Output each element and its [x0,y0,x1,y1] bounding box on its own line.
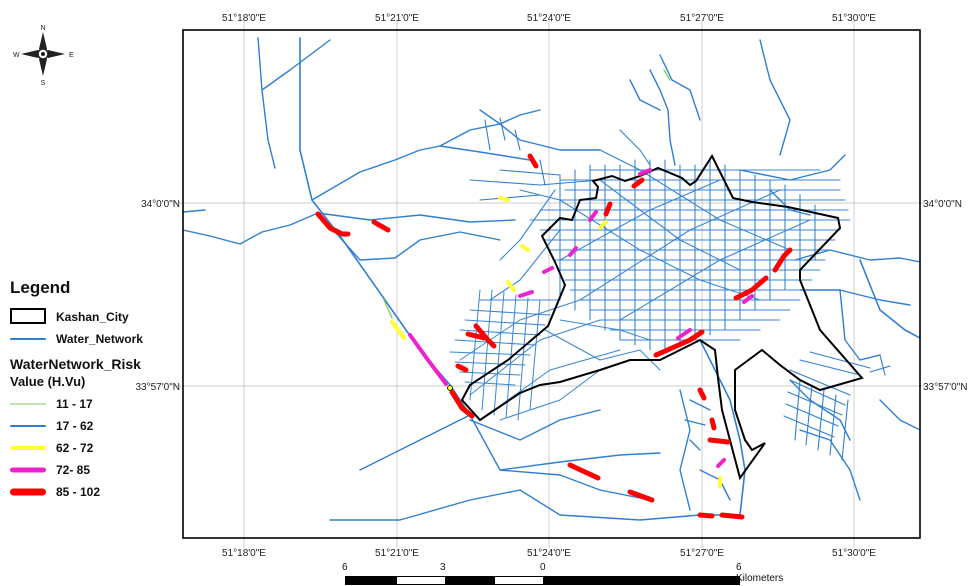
network-swatch [8,328,48,350]
east-label: E [69,52,74,59]
bottom-tick: 51°27'0"E [680,548,724,559]
bottom-tick-labels: 51°18'0"E 51°21'0"E 51°24'0"E 51°27'0"E … [222,548,876,559]
top-tick: 51°24'0"E [527,13,571,24]
scale-label: 6 Kilometers [736,562,784,584]
map-legend: Legend Kashan_City Water_Network WaterNe… [8,278,183,503]
legend-risk-subtitle: Value (H.Vu) [10,374,86,389]
bottom-tick: 51°18'0"E [222,548,266,559]
scale-segment [345,576,397,585]
top-tick: 51°27'0"E [680,13,724,24]
legend-kashan-city: Kashan_City [8,306,183,328]
legend-class-row: 11 - 17 [8,393,183,415]
top-tick-labels: 51°18'0"E 51°21'0"E 51°24'0"E 51°27'0"E … [222,13,876,24]
north-arrow-icon: N S E W [13,25,74,87]
right-tick: 34°0'0"N [923,199,962,210]
right-tick-labels: 34°0'0"N 33°57'0"N [923,199,968,393]
graticule [173,20,930,548]
legend-class-label: 11 - 17 [56,397,93,411]
legend-class-label: 62 - 72 [56,441,94,455]
top-tick: 51°30'0"E [832,13,876,24]
left-tick: 33°57'0"N [136,382,181,393]
right-tick: 33°57'0"N [923,382,968,393]
left-tick: 34°0'0"N [141,199,180,210]
top-tick: 51°18'0"E [222,13,266,24]
class-swatch [8,393,48,415]
left-tick-labels: 34°0'0"N 33°57'0"N [136,199,181,393]
west-label: W [13,52,20,59]
south-label: S [41,80,46,87]
risk-layer [315,69,793,520]
scale-segment [397,576,445,585]
bottom-tick: 51°24'0"E [527,548,571,559]
legend-kashan-city-label: Kashan_City [56,310,129,324]
scale-label: 0 [540,562,546,573]
boundary-swatch [8,306,48,328]
top-tick: 51°21'0"E [375,13,419,24]
class-swatch [8,437,48,459]
map-frame [182,29,921,539]
legend-class-row: 72- 85 [8,459,183,481]
legend-class-row: 62 - 72 [8,437,183,459]
scale-bar: 6 3 0 6 Kilometers [340,562,783,586]
north-label: N [40,25,45,32]
legend-class-row: 17 - 62 [8,415,183,437]
class-swatch [8,415,48,437]
class-swatch [8,459,48,481]
legend-water-network: Water_Network [8,328,183,350]
legend-class-label: 85 - 102 [56,485,101,499]
legend-title: Legend [10,278,71,297]
kashan-city-boundary [460,153,864,481]
class-swatch [8,481,48,503]
scale-segment [445,576,495,585]
legend-class-label: 17 - 62 [56,419,94,433]
bottom-tick: 51°30'0"E [832,548,876,559]
bottom-tick: 51°21'0"E [375,548,419,559]
legend-risk-title: WaterNetwork_Risk [10,356,141,372]
scale-label: 6 [342,562,348,573]
legend-class-row: 85 - 102 [8,481,183,503]
scale-segment [543,576,740,585]
scale-label: 3 [440,562,446,573]
water-network-layer [183,37,920,521]
legend-water-network-label: Water_Network [56,332,143,346]
scale-segment [495,576,543,585]
legend-class-label: 72- 85 [56,463,91,477]
